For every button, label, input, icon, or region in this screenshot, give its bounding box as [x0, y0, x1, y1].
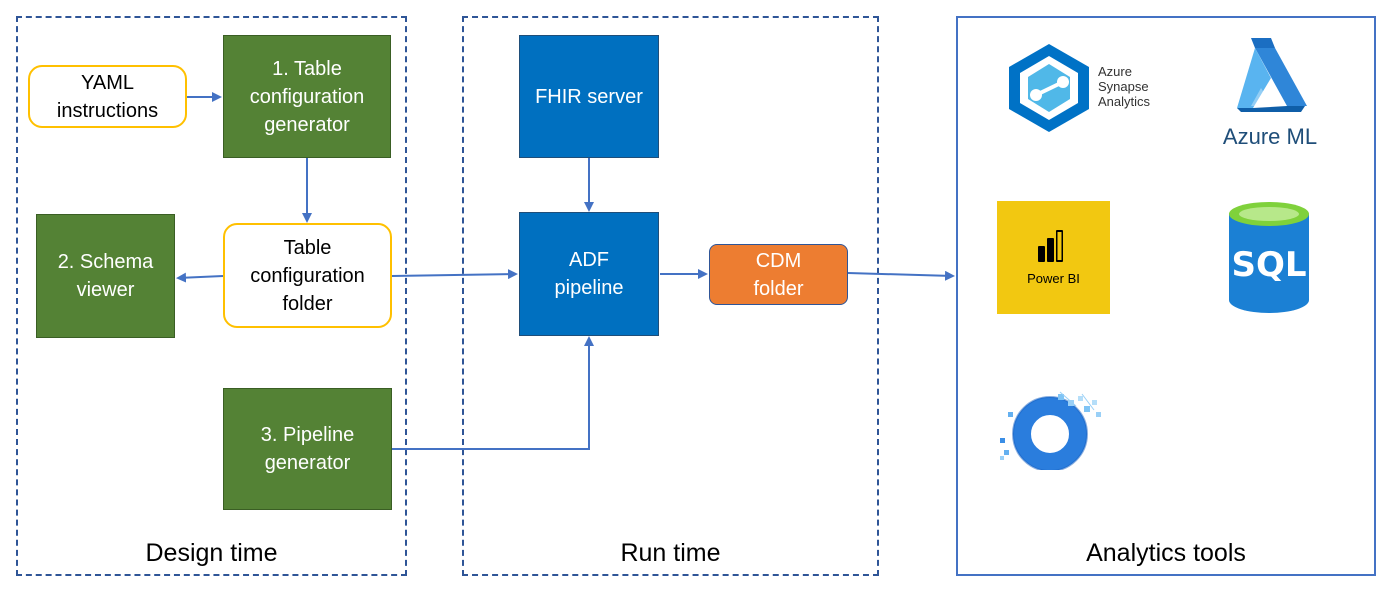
analytics-tools-region: Analytics tools — [956, 16, 1376, 576]
pipeline-generator-label: 3. Pipeline generator — [260, 424, 355, 474]
cdm-folder-label: CDM folder — [753, 249, 804, 300]
azure-synapse-icon — [1009, 44, 1089, 132]
arrow-folder-to-adf — [391, 269, 518, 280]
power-bi-label: Power BI — [1027, 271, 1080, 286]
sql-label: SQL — [1231, 245, 1307, 285]
azure-synapse-label: Azure Synapse Analytics — [1098, 64, 1151, 109]
arrow-pipeline-gen-to-adf — [392, 336, 594, 450]
table-config-generator-node: 1. Table configuration generator — [223, 35, 391, 158]
run-time-title: Run time — [620, 539, 721, 567]
cdm-folder-node: CDM folder — [709, 244, 848, 305]
azure-ml-label: Azure ML — [1222, 124, 1318, 149]
data-ring-icon — [1000, 391, 1101, 470]
fhir-server-node: FHIR server — [519, 35, 659, 158]
azure-ml-tool: Azure ML — [1215, 36, 1325, 149]
design-time-region: Design time — [16, 16, 407, 576]
adf-pipeline-node: ADF pipeline — [519, 212, 659, 336]
sql-database-icon — [1229, 202, 1309, 313]
adf-pipeline-label: ADF pipeline — [554, 249, 624, 299]
power-bi-icon — [1038, 230, 1063, 262]
design-time-title: Design time — [145, 539, 278, 567]
schema-viewer-node: 2. Schema viewer — [36, 214, 175, 338]
yaml-instructions-label: YAML instructions — [56, 71, 159, 122]
power-bi-tool: Power BI — [997, 201, 1110, 314]
fhir-server-label: FHIR server — [535, 85, 643, 108]
arrow-cdm-to-analytics — [847, 270, 955, 281]
azure-synapse-tool: Azure Synapse Analytics — [1003, 40, 1173, 136]
table-config-generator-label: 1. Table configuration generator — [249, 57, 365, 136]
yaml-instructions-node: YAML instructions — [28, 65, 187, 128]
azure-ml-icon — [1237, 38, 1307, 112]
table-config-folder-node: Table configuration folder — [223, 223, 392, 328]
analytics-tools-title: Analytics tools — [1086, 539, 1246, 567]
pipeline-generator-node: 3. Pipeline generator — [223, 388, 392, 510]
schema-viewer-label: 2. Schema viewer — [57, 251, 154, 301]
table-config-folder-label: Table configuration folder — [250, 236, 365, 315]
sql-database-tool: SQL — [1227, 200, 1311, 318]
arrow-folder-to-schema-viewer — [176, 272, 224, 283]
run-time-region: Run time — [462, 16, 879, 576]
